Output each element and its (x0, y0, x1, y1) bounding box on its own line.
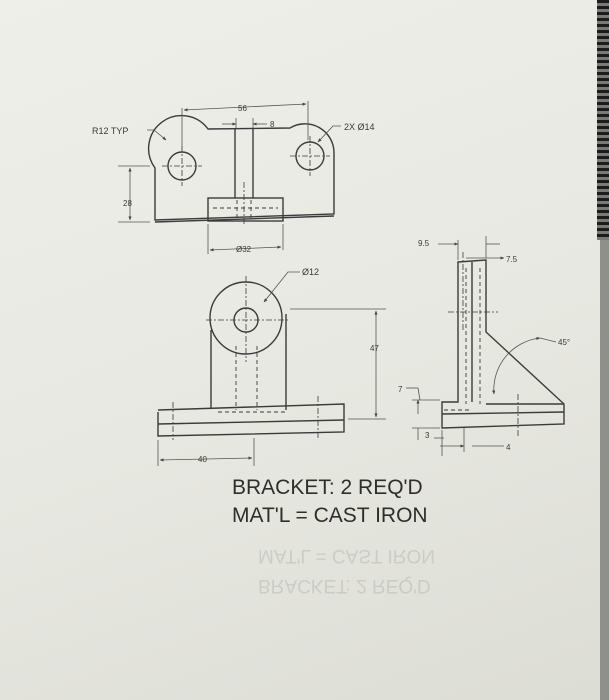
front-view (157, 276, 345, 440)
height-28-label: 28 (123, 199, 132, 208)
side-view (441, 252, 565, 436)
spiral-binding (597, 0, 609, 240)
top-view-dims (118, 101, 341, 254)
base-40-label: 40 (198, 455, 207, 464)
front-view-dims (157, 271, 386, 466)
material-note: MAT'L = CAST IRON (232, 504, 428, 527)
height-47-label: 47 (370, 344, 379, 353)
width-56-label: 56 (238, 104, 247, 113)
dia-32-label: Ø32 (236, 245, 252, 254)
holes-label: 2X Ø14 (344, 122, 375, 132)
dia-12-label: Ø12 (302, 267, 319, 277)
angle-45-label: 45° (558, 338, 570, 347)
dim-7-label: 7 (398, 385, 403, 394)
web-8-label: 8 (270, 120, 275, 129)
bleed-through-text: BRACKET: 2 REQ'D MAT'L = CAST IRON (258, 540, 435, 600)
side-view-outline (441, 259, 565, 429)
top-view-outline (147, 114, 335, 221)
part-note: BRACKET: 2 REQ'D (232, 476, 423, 499)
side-view-dims (406, 236, 557, 456)
top-view-front-edge (154, 215, 335, 223)
front-base (157, 403, 345, 437)
fillet-label: R12 TYP (92, 126, 128, 136)
dim-4-label: 4 (506, 443, 511, 452)
dim-9-5-label: 9.5 (418, 239, 430, 248)
top-view (147, 114, 335, 226)
top-view-hub (207, 197, 284, 222)
dim-7-5-label: 7.5 (506, 255, 518, 264)
title-notes: BRACKET: 2 REQ'D MAT'L = CAST IRON (232, 474, 428, 530)
bleed-line-2: MAT'L = CAST IRON (258, 545, 435, 566)
bleed-line-1: BRACKET: 2 REQ'D (258, 575, 431, 596)
dim-3-label: 3 (425, 431, 430, 440)
